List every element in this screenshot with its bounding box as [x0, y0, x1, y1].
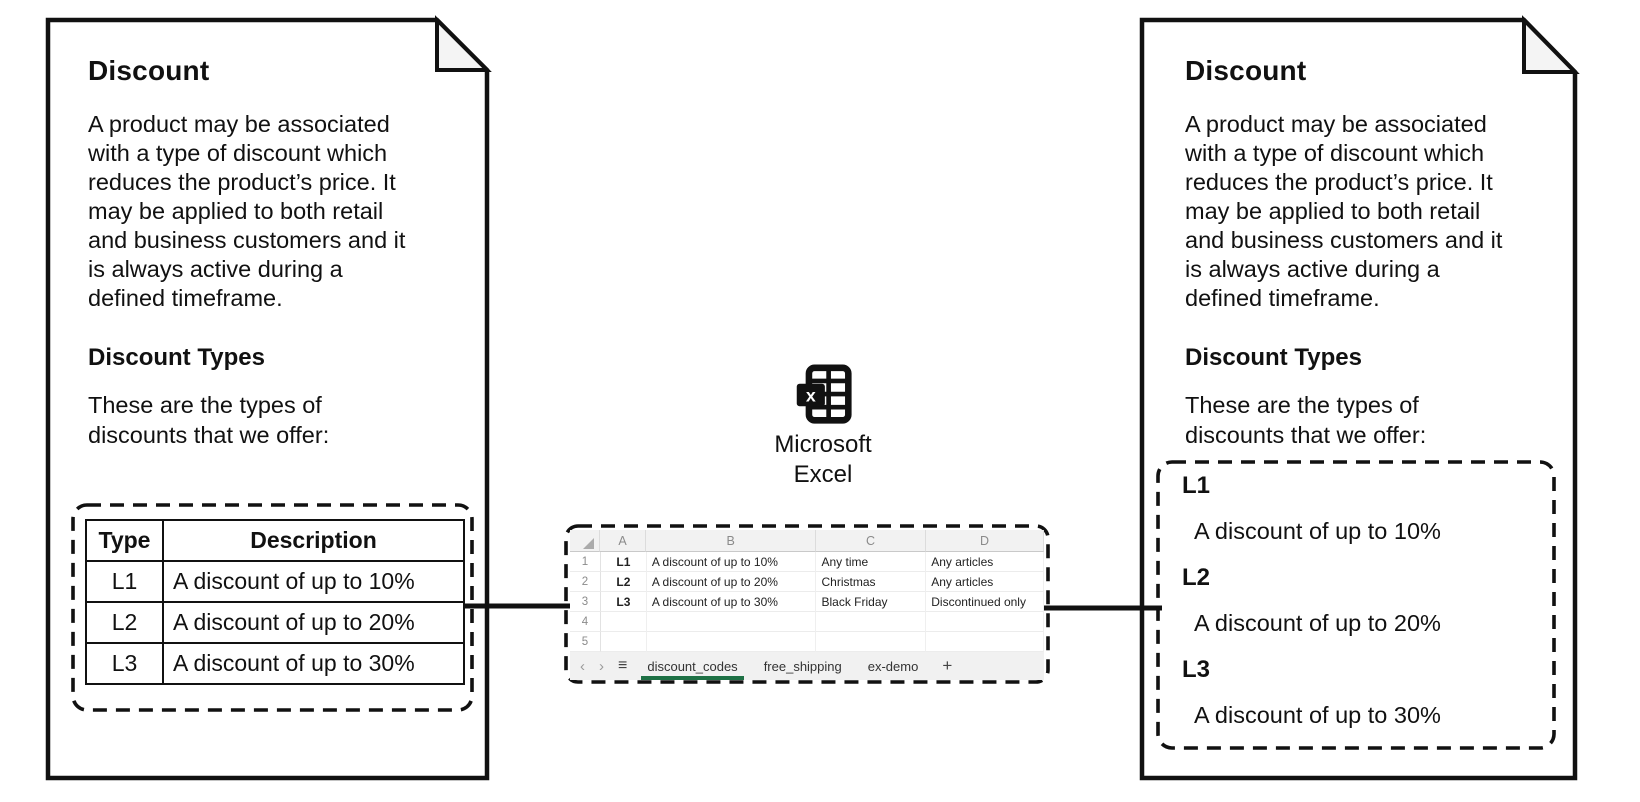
- excel-icon: x: [796, 364, 852, 424]
- cell-c3[interactable]: Black Friday: [816, 592, 927, 612]
- table-cell-type: L2: [85, 601, 164, 644]
- sheet-tab-free-shipping[interactable]: free_shipping: [763, 658, 842, 674]
- list-item-type: L2: [1182, 564, 1211, 591]
- table-row: L1 A discount of up to 10%: [85, 560, 465, 603]
- column-header-c[interactable]: C: [815, 530, 926, 552]
- add-sheet-button[interactable]: +: [942, 656, 953, 675]
- cell-d3[interactable]: Discontinued only: [926, 592, 1044, 612]
- right-document-fold-corner: [1522, 15, 1580, 74]
- cell-d2[interactable]: Any articles: [926, 572, 1044, 592]
- left-doc-intro: These are the types of discounts that we…: [88, 392, 330, 448]
- column-header-d[interactable]: D: [925, 530, 1044, 552]
- row-number[interactable]: 1: [570, 552, 601, 572]
- right-document-shape: [1139, 17, 1578, 781]
- sheet-tab-discount-codes[interactable]: discount_codes: [641, 652, 745, 680]
- discount-types-table: Type Description L1 A discount of up to …: [85, 519, 465, 685]
- cell-a3[interactable]: L3: [600, 592, 647, 612]
- table-cell-description: A discount of up to 30%: [162, 642, 465, 685]
- sheet-row: 2 L2 A discount of up to 20% Christmas A…: [570, 572, 1044, 592]
- right-doc-body: A product may be associated with a type …: [1185, 111, 1503, 311]
- table-row: L3 A discount of up to 30%: [85, 642, 465, 685]
- table-header-description: Description: [162, 519, 465, 562]
- cell-a1[interactable]: L1: [600, 552, 647, 572]
- right-list-dashed-region: [1156, 460, 1556, 750]
- cell-c4[interactable]: [816, 612, 927, 632]
- table-cell-type: L3: [85, 642, 164, 685]
- list-item-type: L1: [1182, 472, 1211, 499]
- row-number[interactable]: 5: [570, 632, 601, 652]
- spreadsheet: A B C D 1 L1 A discount of up to 10% Any…: [570, 530, 1044, 680]
- cell-c5[interactable]: [816, 632, 927, 652]
- cell-d5[interactable]: [926, 632, 1044, 652]
- row-number[interactable]: 4: [570, 612, 601, 632]
- cell-c2[interactable]: Christmas: [816, 572, 927, 592]
- next-sheet-chevron-icon[interactable]: ›: [599, 657, 604, 675]
- cell-b5[interactable]: [646, 632, 817, 652]
- cell-a4[interactable]: [600, 612, 647, 632]
- table-cell-description: A discount of up to 10%: [162, 560, 465, 603]
- cell-d1[interactable]: Any articles: [926, 552, 1044, 572]
- left-doc-title: Discount: [88, 55, 210, 86]
- prev-sheet-chevron-icon[interactable]: ‹: [580, 657, 585, 675]
- table-header-row: Type Description: [85, 519, 465, 562]
- sheet-row: 3 L3 A discount of up to 30% Black Frida…: [570, 592, 1044, 612]
- table-cell-description: A discount of up to 20%: [162, 601, 465, 644]
- right-doc-intro: These are the types of discounts that we…: [1185, 392, 1427, 448]
- sheet-row: 5: [570, 632, 1044, 652]
- right-doc-subtitle: Discount Types: [1185, 344, 1362, 371]
- list-item-description: A discount of up to 10%: [1194, 518, 1441, 544]
- left-document-fold-corner: [435, 15, 492, 72]
- cell-c1[interactable]: Any time: [816, 552, 927, 572]
- sheet-tab-ex-demo[interactable]: ex-demo: [867, 658, 919, 674]
- table-cell-type: L1: [85, 560, 164, 603]
- left-table-dashed-region: [71, 503, 474, 712]
- spreadsheet-dashed-region: [564, 524, 1050, 684]
- sheet-tab-bar: ‹ › ≡ discount_codes free_shipping ex-de…: [570, 652, 1044, 680]
- sheet-row: 1 L1 A discount of up to 10% Any time An…: [570, 552, 1044, 572]
- sheet-row: 4: [570, 612, 1044, 632]
- left-doc-subtitle: Discount Types: [88, 344, 265, 371]
- cell-a5[interactable]: [600, 632, 647, 652]
- sheet-list-menu-icon[interactable]: ≡: [618, 657, 628, 674]
- list-item-description: A discount of up to 20%: [1194, 610, 1441, 636]
- cell-b1[interactable]: A discount of up to 10%: [646, 552, 817, 572]
- excel-app-label: Microsoft Excel: [774, 431, 872, 488]
- cell-a2[interactable]: L2: [600, 572, 647, 592]
- list-item-type: L3: [1182, 656, 1211, 683]
- select-all-corner[interactable]: [570, 530, 600, 552]
- column-header-a[interactable]: A: [599, 530, 647, 552]
- cell-b2[interactable]: A discount of up to 20%: [646, 572, 817, 592]
- cell-b4[interactable]: [646, 612, 817, 632]
- spreadsheet-header-row: A B C D: [570, 530, 1044, 552]
- row-number[interactable]: 2: [570, 572, 601, 592]
- select-all-triangle-icon: [582, 538, 594, 549]
- cell-d4[interactable]: [926, 612, 1044, 632]
- left-doc-body: A product may be associated with a type …: [88, 111, 406, 311]
- table-row: L2 A discount of up to 20%: [85, 601, 465, 644]
- row-number[interactable]: 3: [570, 592, 601, 612]
- list-item-description: A discount of up to 30%: [1194, 702, 1441, 728]
- cell-b3[interactable]: A discount of up to 30%: [646, 592, 817, 612]
- table-header-type: Type: [85, 519, 164, 562]
- column-header-b[interactable]: B: [646, 530, 816, 552]
- svg-text:x: x: [806, 386, 816, 406]
- discount-types-list: L1 A discount of up to 10% L2 A discount…: [1182, 472, 1552, 748]
- right-doc-title: Discount: [1185, 55, 1307, 86]
